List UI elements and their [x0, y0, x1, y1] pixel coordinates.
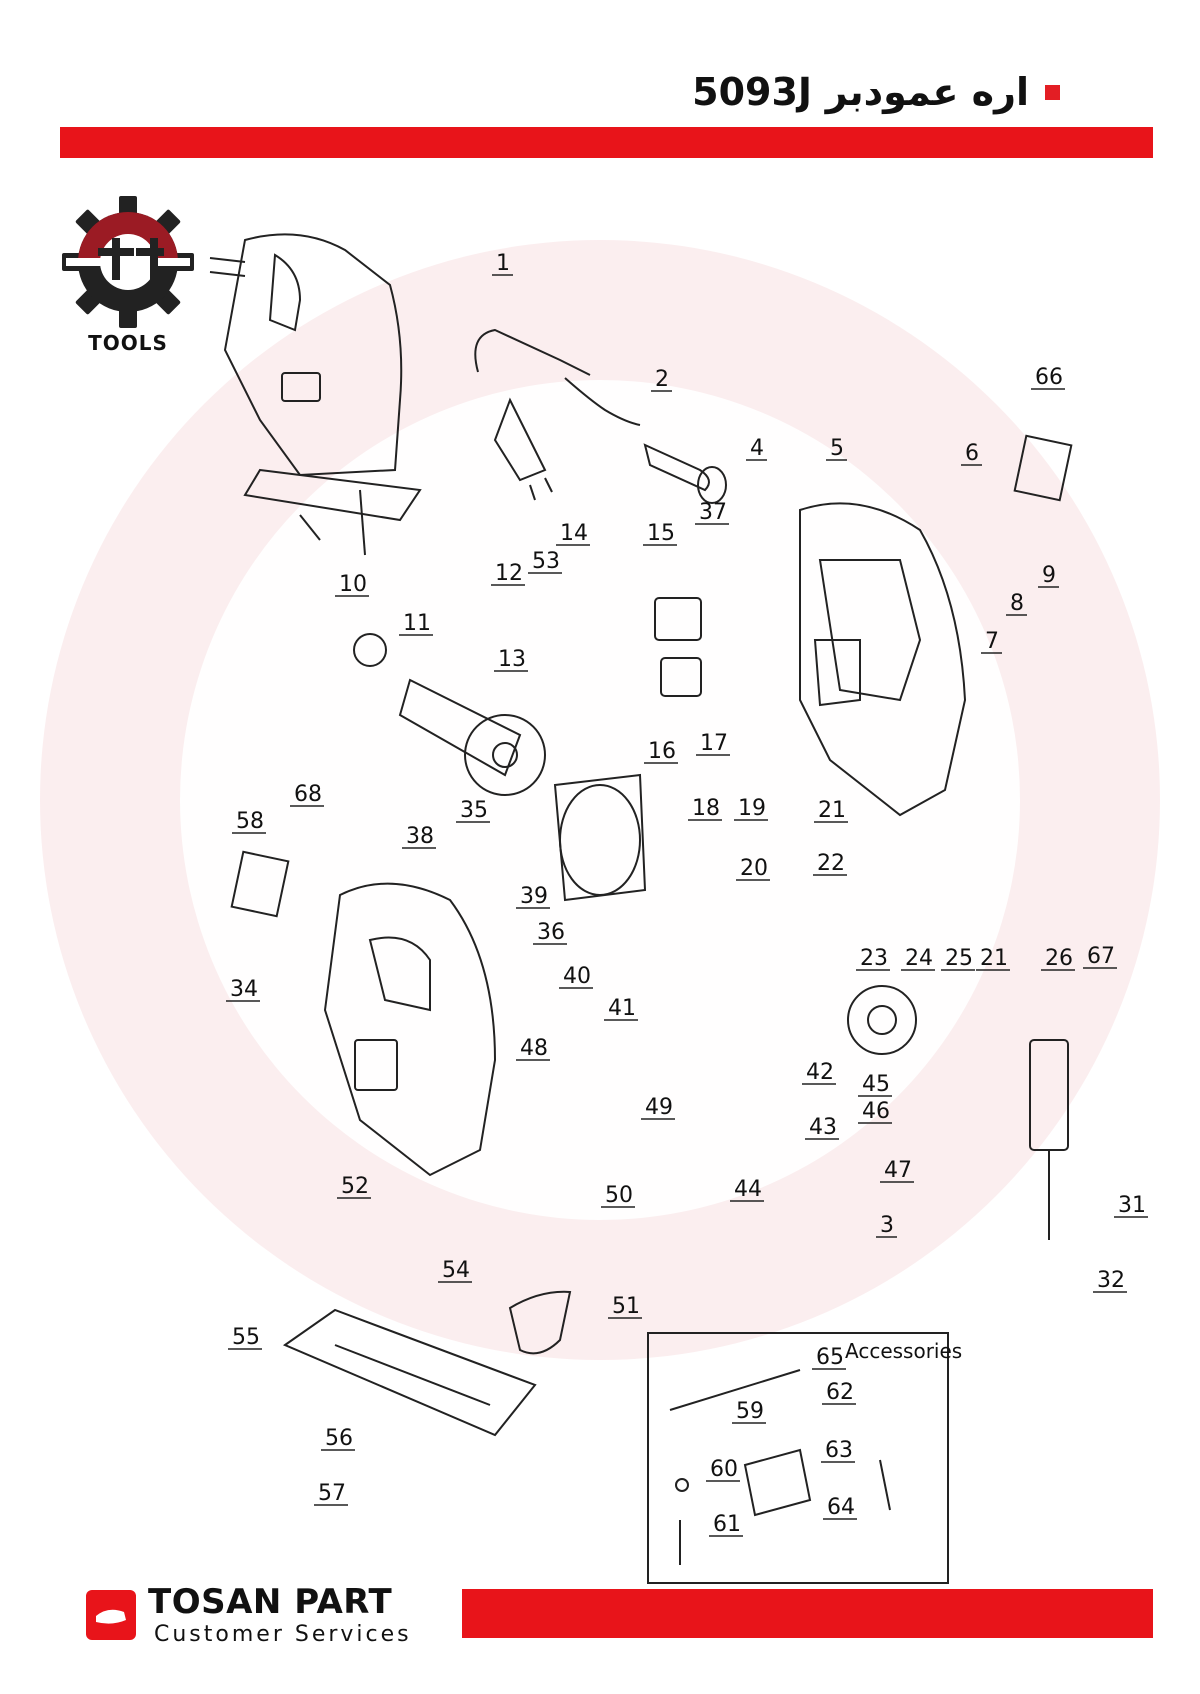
watermark-inner — [180, 380, 1020, 1220]
assembled-jigsaw-drawing — [209, 233, 422, 556]
brand-logo: TOOLS — [62, 196, 194, 355]
part-number-label: 53 — [532, 549, 560, 574]
part-number-label: 24 — [905, 946, 933, 971]
plunger-part — [1029, 1039, 1069, 1240]
part-number-label: 59 — [736, 1399, 764, 1424]
part-number-label: 65 — [816, 1345, 844, 1370]
part-number-label: 57 — [318, 1481, 346, 1506]
part-number-label: 35 — [460, 798, 488, 823]
part-number-label: 56 — [325, 1426, 353, 1451]
page-title-row: اره عمودبر 5093J — [692, 64, 1060, 120]
part-number-label: 50 — [605, 1183, 633, 1208]
part-number-label: 18 — [692, 796, 720, 821]
part-number-label: 34 — [230, 977, 258, 1002]
part-number-label: 45 — [862, 1072, 890, 1097]
part-number-label: 1 — [496, 251, 510, 276]
part-number-label: 21 — [980, 946, 1008, 971]
part-number-label: 20 — [740, 856, 768, 881]
blade-guard — [508, 1290, 572, 1355]
part-number-label: 39 — [520, 884, 548, 909]
part-number-label: 9 — [1042, 563, 1056, 588]
part-number-label: 48 — [520, 1036, 548, 1061]
part-number-label: 66 — [1035, 365, 1063, 390]
part-number-label: 7 — [985, 629, 999, 654]
part-number-label: 38 — [406, 824, 434, 849]
part-number-label: 61 — [713, 1512, 741, 1537]
part-number-label: 62 — [826, 1380, 854, 1405]
part-number-label: 68 — [294, 782, 322, 807]
part-number-label: 63 — [825, 1438, 853, 1463]
part-number-label: 13 — [498, 647, 526, 672]
stator-part — [553, 773, 647, 902]
logo-caption: TOOLS — [88, 331, 168, 355]
part-number-label: 31 — [1118, 1193, 1146, 1218]
part-number-label: 11 — [403, 611, 431, 636]
page-title: اره عمودبر 5093J — [692, 70, 1029, 114]
base-plate — [282, 1308, 537, 1437]
part-number-label: 10 — [339, 572, 367, 597]
footer-logo — [86, 1590, 136, 1640]
part-number-label: 22 — [817, 851, 845, 876]
part-number-label: 42 — [806, 1060, 834, 1085]
switch-part — [654, 597, 702, 697]
part-number-label: 64 — [827, 1495, 855, 1520]
part-number-label: 41 — [608, 996, 636, 1021]
header-divider-bar — [60, 127, 1153, 158]
part-number-label: 6 — [965, 441, 979, 466]
accessories-title: Accessories — [845, 1339, 962, 1363]
part-number-label: 12 — [495, 561, 523, 586]
housing-left-half — [323, 882, 497, 1177]
part-number-label: 44 — [734, 1177, 762, 1202]
part-number-label: 14 — [560, 521, 588, 546]
part-number-label: 26 — [1045, 946, 1073, 971]
part-number-label: 3 — [880, 1213, 894, 1238]
label-plate-66 — [1013, 434, 1073, 502]
bearing-part — [353, 633, 387, 667]
part-number-label: 4 — [750, 436, 764, 461]
part-number-label: 67 — [1087, 944, 1115, 969]
part-number-label: 47 — [884, 1158, 912, 1183]
part-number-label: 58 — [236, 809, 264, 834]
accessories-box — [647, 1332, 949, 1584]
part-number-label: 16 — [648, 739, 676, 764]
part-number-label: 55 — [232, 1325, 260, 1350]
gear-part — [847, 985, 917, 1055]
part-number-label: 49 — [645, 1095, 673, 1120]
part-number-label: 54 — [442, 1258, 470, 1283]
part-number-label: 5 — [830, 436, 844, 461]
housing-right-half — [799, 502, 967, 817]
footer-company-name: TOSAN PART — [148, 1582, 393, 1622]
part-number-label: 2 — [655, 367, 669, 392]
power-cord — [474, 328, 641, 501]
title-bullet-icon — [1045, 84, 1060, 100]
part-number-label: 40 — [563, 964, 591, 989]
part-number-label: 15 — [647, 521, 675, 546]
part-number-label: 25 — [945, 946, 973, 971]
part-number-label: 43 — [809, 1115, 837, 1140]
part-number-label: 8 — [1010, 591, 1024, 616]
label-plate-58 — [230, 850, 290, 918]
part-number-label: 46 — [862, 1099, 890, 1124]
part-number-label: 23 — [860, 946, 888, 971]
cord-guard — [643, 443, 727, 504]
footer-subtitle: Customer Services — [154, 1622, 412, 1647]
part-number-label: 36 — [537, 920, 565, 945]
part-number-label: 17 — [700, 731, 728, 756]
part-number-label: 60 — [710, 1457, 738, 1482]
footer-divider-bar — [462, 1589, 1153, 1638]
part-number-label: 21 — [818, 798, 846, 823]
accessory-parts — [669, 1369, 891, 1565]
armature-part — [398, 678, 546, 796]
part-number-label: 19 — [738, 796, 766, 821]
part-number-label: 52 — [341, 1174, 369, 1199]
part-number-label: 32 — [1097, 1268, 1125, 1293]
part-number-label: 37 — [699, 500, 727, 525]
part-number-label: 51 — [612, 1294, 640, 1319]
